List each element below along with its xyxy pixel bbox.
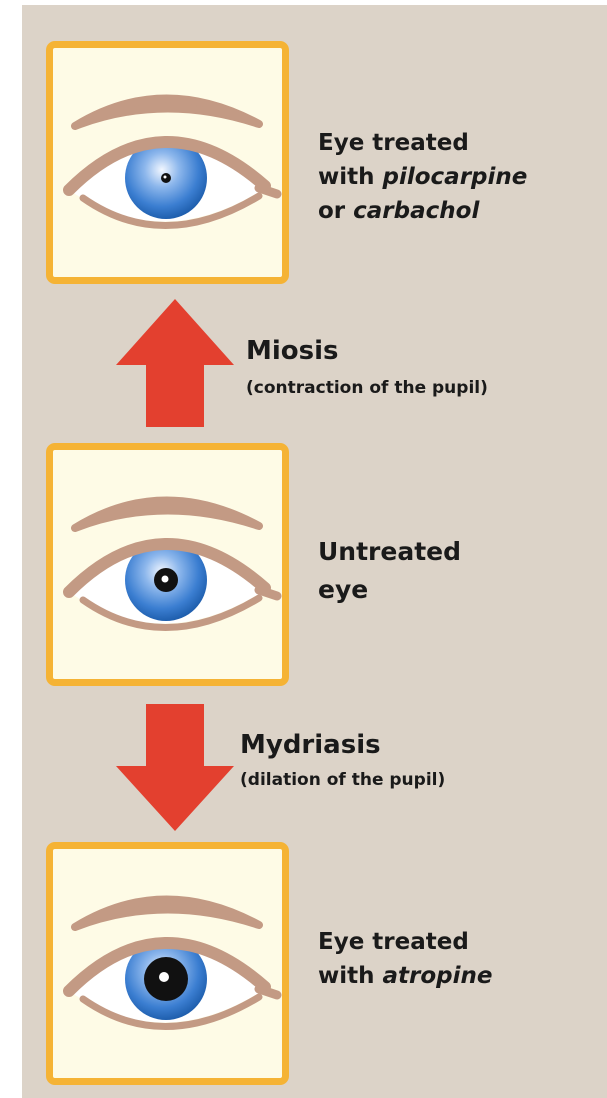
eye-small-pupil-icon (53, 48, 282, 277)
caption-line: eye (318, 571, 461, 609)
caption-line: Untreated (318, 533, 461, 571)
arrow-down-icon (116, 704, 234, 831)
caption-line: with atropine (318, 959, 493, 993)
caption-text: with (318, 164, 383, 190)
eye-panel-untreated (46, 443, 289, 686)
caption-text: or (318, 198, 353, 224)
caption-pilocarpine: Eye treated with pilocarpine or carbacho… (318, 126, 527, 228)
eye-dilated-pupil-icon (53, 849, 282, 1078)
caption-line: with pilocarpine (318, 160, 527, 194)
caption-atropine: Eye treated with atropine (318, 925, 493, 993)
drug-name: carbachol (353, 198, 479, 224)
miosis-label: Miosis (246, 336, 339, 366)
miosis-description: (contraction of the pupil) (246, 378, 488, 398)
arrow-up-icon (116, 299, 234, 427)
eye-panel-atropine (46, 842, 289, 1085)
caption-line: Eye treated (318, 126, 527, 160)
mydriasis-description: (dilation of the pupil) (240, 770, 445, 790)
eye-panel-pilocarpine (46, 41, 289, 284)
caption-text: with (318, 963, 383, 989)
drug-name: pilocarpine (383, 164, 528, 190)
eye-normal-pupil-icon (53, 450, 282, 679)
caption-untreated: Untreated eye (318, 533, 461, 609)
caption-line: Eye treated (318, 925, 493, 959)
drug-name: atropine (383, 963, 493, 989)
caption-line: or carbachol (318, 194, 527, 228)
mydriasis-label: Mydriasis (240, 730, 381, 760)
